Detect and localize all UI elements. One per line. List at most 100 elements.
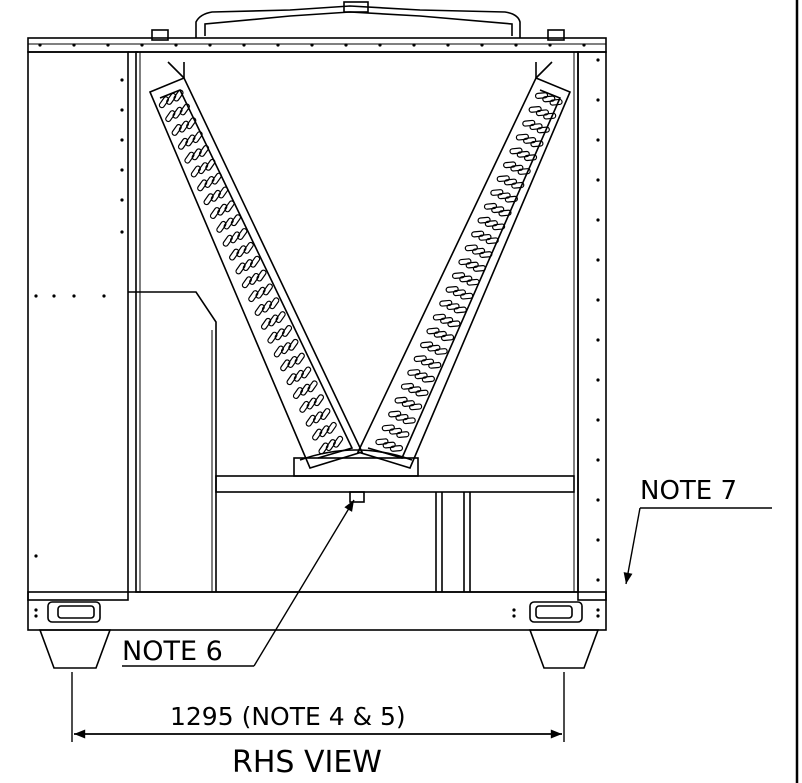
louver-slot — [158, 96, 170, 109]
louver-slot — [173, 89, 184, 102]
rivet-dot — [596, 418, 600, 422]
rivet-dot — [512, 608, 516, 612]
rivet-dot — [596, 98, 600, 102]
rivet-dot — [276, 43, 280, 47]
louver-slot — [394, 396, 408, 404]
louver-slot — [503, 161, 517, 169]
louver-slot — [273, 345, 284, 358]
louver-slot — [427, 344, 441, 352]
louver-slot — [515, 133, 529, 141]
rivet-dots — [34, 43, 600, 618]
louver-slot — [191, 148, 202, 161]
louver-slot — [517, 168, 531, 175]
louver-slot — [401, 400, 415, 407]
louver-slot — [318, 442, 329, 455]
rivet-dot — [174, 43, 178, 47]
rivet-dot — [596, 458, 600, 462]
louver-slot — [388, 410, 402, 418]
louver-slot — [415, 389, 429, 397]
louver-slot — [198, 144, 210, 157]
rivet-dot — [596, 258, 600, 262]
louver-slot — [325, 439, 336, 452]
louver-slot — [445, 285, 459, 293]
louver-slot — [477, 216, 491, 224]
rivet-dot — [446, 43, 450, 47]
rivet-dot — [480, 43, 484, 47]
rivet-dot — [596, 138, 600, 142]
rivet-dot — [596, 608, 600, 612]
louver-slot — [464, 244, 478, 252]
rivet-dot — [596, 298, 600, 302]
louver-slot — [535, 109, 550, 117]
louver-slot — [178, 120, 190, 133]
rivet-dot — [596, 578, 600, 582]
view-title: RHS VIEW — [232, 745, 382, 780]
louver-slot — [261, 300, 273, 313]
louver-slot — [229, 248, 240, 261]
rivet-dot — [120, 138, 124, 142]
louver-slot — [528, 105, 542, 113]
louver-slot — [420, 341, 434, 349]
rivet-dot — [344, 43, 348, 47]
louver-slot — [320, 408, 331, 420]
louver-slot — [413, 355, 427, 363]
louver-slot — [433, 330, 447, 338]
rivet-dot — [52, 294, 56, 298]
louver-slot — [523, 137, 537, 144]
louver-slot — [402, 417, 416, 425]
right-foot — [528, 629, 600, 669]
louver-slot — [440, 334, 455, 342]
louver-slot — [479, 251, 493, 259]
rivet-dot — [34, 608, 38, 612]
louver-slot — [504, 195, 518, 203]
louver-slot — [172, 106, 183, 119]
dimension-line — [71, 672, 565, 742]
louver-slot — [428, 361, 442, 369]
rivet-dot — [120, 108, 124, 112]
louver-slot — [292, 387, 304, 400]
louver-slot — [472, 265, 487, 272]
louver-slot — [543, 112, 557, 120]
louver-slot — [165, 110, 176, 123]
louver-slot — [260, 317, 272, 330]
louver-slot — [235, 262, 246, 275]
rivet-dot — [596, 378, 600, 382]
louver-slot — [471, 247, 486, 255]
louver-slot — [197, 162, 209, 175]
louver-slot — [211, 172, 222, 185]
rivet-dot — [34, 294, 38, 298]
left-coil — [148, 61, 364, 469]
louver-slot — [197, 179, 208, 192]
louver-slot — [460, 292, 474, 300]
louver-slot — [274, 328, 285, 341]
louver-slot — [281, 324, 293, 337]
louver-slot — [230, 214, 242, 227]
louver-slot — [498, 209, 512, 217]
right-coil — [356, 61, 572, 469]
louver-slot — [280, 359, 291, 372]
louver-slot — [509, 147, 523, 155]
louver-slot — [529, 123, 543, 131]
louver-slot — [286, 373, 297, 386]
note-6-label: NOTE 6 — [122, 636, 223, 667]
rivet-dot — [208, 43, 212, 47]
louver-slot — [222, 234, 233, 247]
louver-slot — [511, 181, 525, 189]
louver-slot — [248, 290, 259, 303]
louver-slot — [483, 202, 498, 210]
rivet-dot — [596, 498, 600, 502]
louver-slot — [375, 438, 389, 446]
louver-slot — [192, 131, 203, 144]
rivet-dot — [120, 198, 124, 202]
louver-slot — [185, 134, 196, 147]
louver-slot — [465, 261, 479, 269]
louver-slot — [458, 258, 472, 266]
louver-slot — [210, 189, 222, 202]
louver-slot — [484, 220, 498, 227]
louver-slot — [299, 400, 310, 413]
rivet-dot — [412, 43, 416, 47]
louver-slot — [275, 311, 286, 324]
louver-slot — [203, 193, 214, 206]
louver-slot — [549, 98, 563, 106]
